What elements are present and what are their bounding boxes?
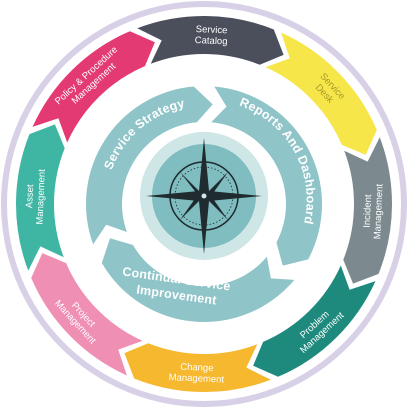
service-catalog-label: ServiceCatalog <box>195 24 229 47</box>
change-management-label: ChangeManagement <box>168 361 225 385</box>
incident-management-label: IncidentManagement <box>361 183 385 240</box>
project-management-segment <box>31 253 143 376</box>
compass-rose-icon <box>146 138 262 254</box>
asset-management-label: AssetManagement <box>23 168 47 225</box>
reports-dashboard-arrow <box>211 86 322 266</box>
continual-improvement-arrow <box>101 238 295 323</box>
service-catalog-segment <box>137 16 284 65</box>
service-desk-segment <box>265 32 377 155</box>
service-strategy-arrow <box>85 86 213 245</box>
asset-management-segment <box>15 124 65 271</box>
inner-cycle-ring <box>85 86 322 323</box>
policy-procedure-segment <box>32 31 155 143</box>
incident-management-segment <box>343 137 392 284</box>
problem-management-segment <box>253 265 376 377</box>
change-management-segment <box>124 343 271 392</box>
